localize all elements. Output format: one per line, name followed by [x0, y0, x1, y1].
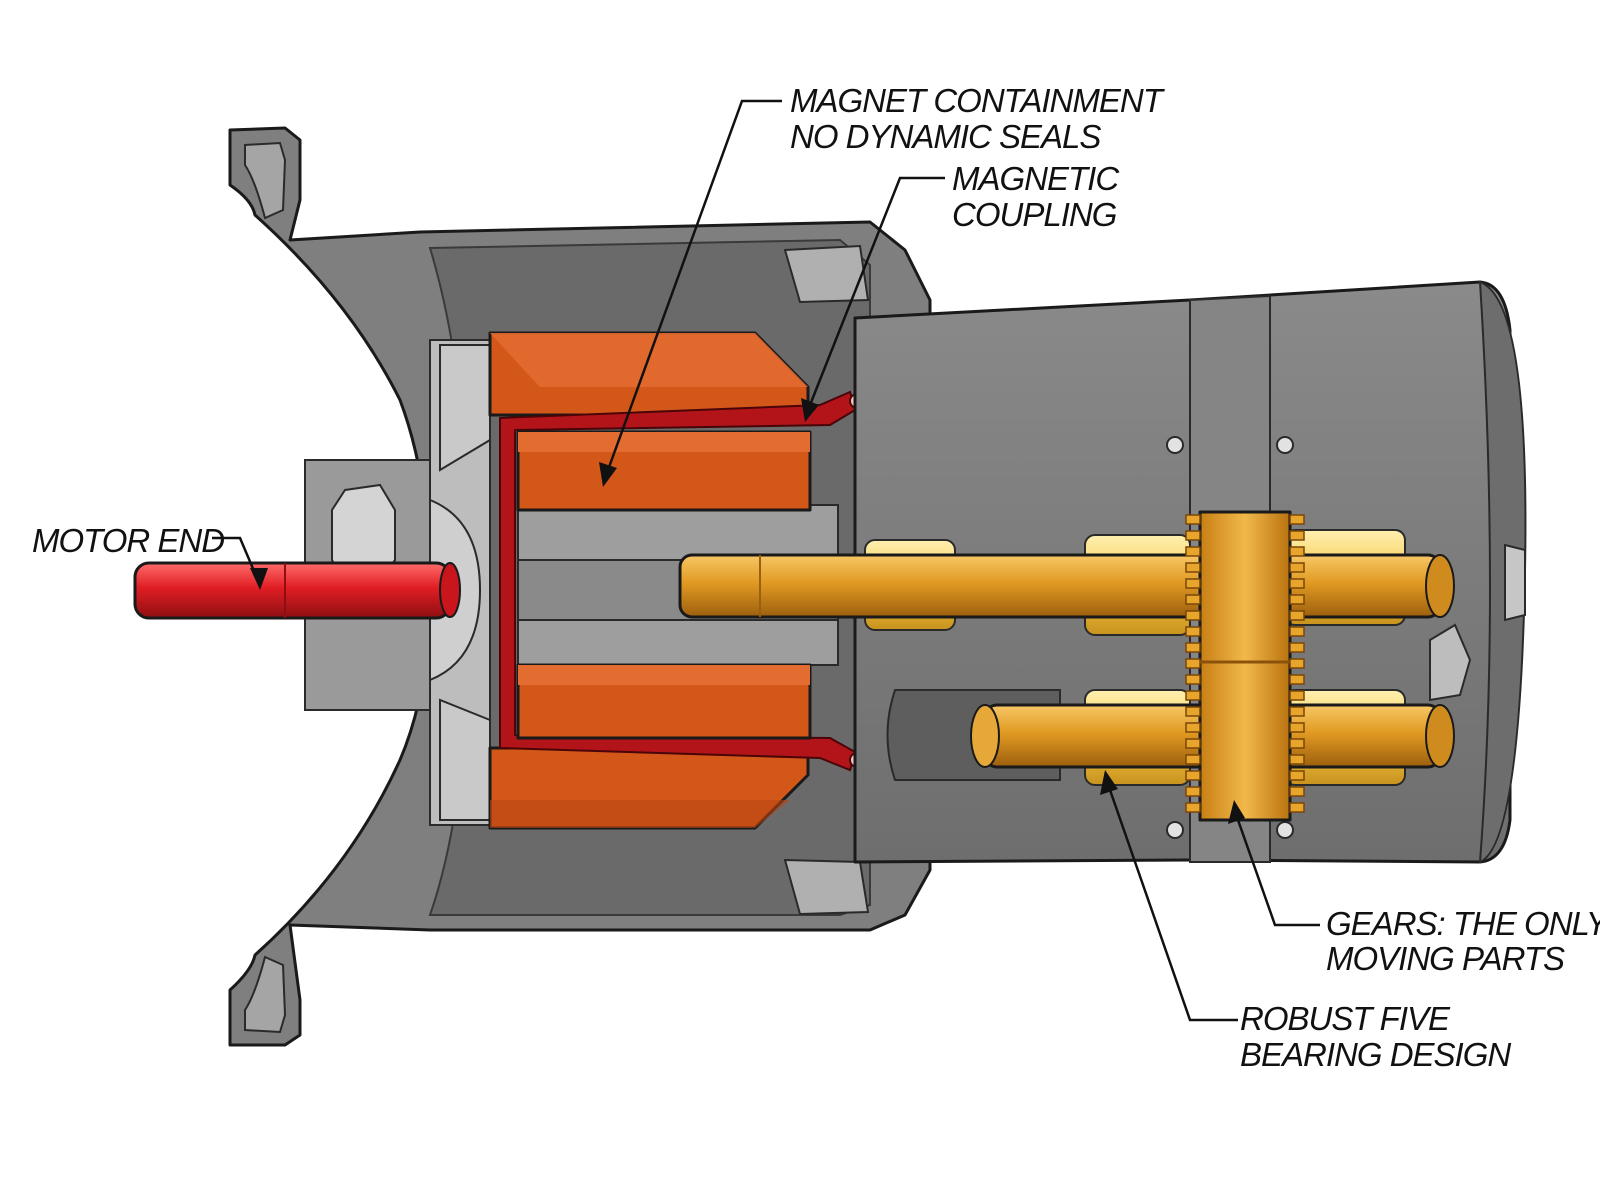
gear-tooth [1289, 706, 1305, 717]
gear-tooth [1289, 738, 1305, 749]
gear-tooth [1289, 722, 1305, 733]
callout-labels: MOTOR END MAGNET CONTAINMENT NO DYNAMIC … [32, 82, 1600, 1073]
gear-tooth [1289, 674, 1305, 685]
label-magnet-containment-line1: MAGNET CONTAINMENT [790, 82, 1166, 119]
gear-tooth [1289, 658, 1305, 669]
gear-tooth [1185, 738, 1201, 749]
gear-tooth [1289, 562, 1305, 573]
label-magnet-containment-line2: NO DYNAMIC SEALS [790, 118, 1101, 155]
gear-tooth [1185, 754, 1201, 765]
gear-tooth [1289, 690, 1305, 701]
label-bearing-line2: BEARING DESIGN [1240, 1036, 1511, 1073]
gear-tooth [1185, 658, 1201, 669]
gear-tooth [1289, 754, 1305, 765]
label-gears-line2: MOVING PARTS [1326, 940, 1565, 977]
gear-tooth [1185, 594, 1201, 605]
gear-tooth [1185, 626, 1201, 637]
gear-tooth [1185, 642, 1201, 653]
gear-tooth [1185, 770, 1201, 781]
label-bearing-line1: ROBUST FIVE [1240, 1000, 1451, 1037]
inner-driven-magnets [516, 430, 839, 740]
gear-tooth [1185, 706, 1201, 717]
gear-tooth [1289, 610, 1305, 621]
label-gears-line1: GEARS: THE ONLY [1326, 905, 1600, 942]
gear-tooth [1289, 770, 1305, 781]
label-magnetic-coupling-line1: MAGNETIC [952, 160, 1120, 197]
drive-shaft [678, 553, 1455, 619]
callout-leaders [212, 99, 1320, 1022]
gear-tooth [1185, 690, 1201, 701]
gear-tooth [1185, 610, 1201, 621]
gear-tooth [1289, 546, 1305, 557]
gear-tooth [1289, 514, 1305, 525]
gear-tooth [1185, 786, 1201, 797]
gear-tooth [1185, 530, 1201, 541]
gears [1185, 510, 1305, 822]
gear-tooth [1289, 578, 1305, 589]
gear-tooth [1185, 674, 1201, 685]
gear-tooth [1289, 786, 1305, 797]
label-magnetic-coupling-line2: COUPLING [952, 196, 1117, 233]
gear-tooth [1185, 578, 1201, 589]
gear-tooth [1185, 562, 1201, 573]
gear-tooth [1185, 514, 1201, 525]
gear-tooth [1289, 626, 1305, 637]
label-motor-end: MOTOR END [32, 522, 224, 559]
gear-tooth [1185, 546, 1201, 557]
motor-side-hub [304, 339, 491, 826]
gear-teeth [1185, 514, 1305, 813]
motor-shaft [133, 561, 461, 620]
gear-tooth [1185, 802, 1201, 813]
gear-tooth [1185, 722, 1201, 733]
gear-tooth [1289, 594, 1305, 605]
outer-drive-magnets [488, 331, 810, 830]
gear-tooth [1289, 642, 1305, 653]
gear-tooth [1289, 530, 1305, 541]
gear-tooth [1289, 802, 1305, 813]
